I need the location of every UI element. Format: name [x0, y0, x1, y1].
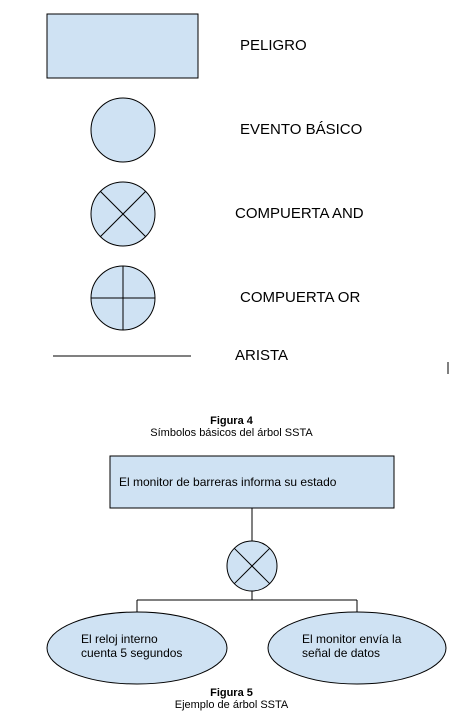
legend-hazard-rect	[46, 13, 199, 79]
tree-event-right-line2: señal de datos	[302, 646, 381, 660]
figure5-title: Ejemplo de árbol SSTA	[174, 699, 289, 711]
legend-basic-event-label: EVENTO BÁSICO	[240, 121, 363, 138]
tree-event-left-line2: cuenta 5 segundos	[81, 646, 183, 660]
legend-or-gate-icon	[90, 265, 156, 331]
figure5-number: Figura 5	[210, 687, 253, 699]
tree-event-right-text: El monitor envía la señal de datos	[302, 632, 401, 660]
legend-and-gate-icon	[90, 181, 156, 247]
figure4-caption: Figura 4 Símbolos básicos del árbol SSTA	[0, 415, 463, 439]
tree-event-right-ellipse	[267, 611, 447, 685]
figure5-caption: Figura 5 Ejemplo de árbol SSTA	[0, 687, 463, 711]
figure4-title: Símbolos básicos del árbol SSTA	[150, 427, 313, 439]
tree-event-left-line1: El reloj interno	[81, 632, 158, 646]
legend-and-gate-label: COMPUERTA AND	[235, 205, 364, 222]
legend-or-gate-label: COMPUERTA OR	[240, 289, 361, 306]
legend-hazard-label: PELIGRO	[240, 37, 307, 54]
tree-and-gate-icon	[226, 540, 278, 592]
tree-event-left-ellipse	[46, 611, 228, 685]
tree-event-left-text: El reloj interno cuenta 5 segundos	[81, 632, 182, 660]
legend-edge-label: ARISTA	[235, 347, 289, 364]
legend-basic-event-circle	[90, 97, 156, 163]
figure4-number: Figura 4	[210, 415, 253, 427]
tree-root-hazard-text: El monitor de barreras informa su estado	[119, 475, 337, 489]
tree-root-hazard-rect	[109, 455, 395, 509]
tree-event-right-line1: El monitor envía la	[302, 632, 402, 646]
